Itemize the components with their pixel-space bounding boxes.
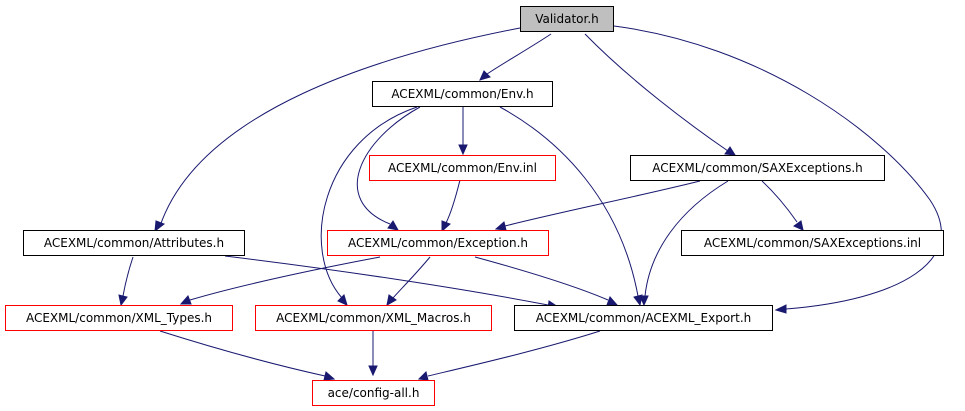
arrowhead-icon bbox=[479, 70, 491, 81]
edge-exception-xmlmacros bbox=[392, 256, 431, 299]
node-exception-h[interactable]: ACEXML/common/Exception.h bbox=[327, 230, 549, 256]
arrowhead-icon bbox=[441, 220, 451, 233]
arrowhead-icon bbox=[387, 220, 399, 231]
edge-exception-xmltypes bbox=[189, 256, 381, 301]
node-attributes-h[interactable]: ACEXML/common/Attributes.h bbox=[23, 230, 245, 256]
edge-sax-exception bbox=[504, 180, 701, 227]
arrowhead-icon bbox=[118, 294, 128, 307]
edge-xmltypes-config bbox=[159, 330, 326, 377]
edge-exception-export bbox=[474, 256, 609, 301]
arrowhead-icon bbox=[458, 144, 468, 156]
edge-attributes-xmltypes bbox=[122, 256, 134, 297]
node-validator-h[interactable]: Validator.h bbox=[520, 6, 614, 32]
node-env-h[interactable]: ACEXML/common/Env.h bbox=[372, 81, 553, 107]
arrowhead-icon bbox=[417, 371, 429, 381]
node-xml-types-h[interactable]: ACEXML/common/XML_Types.h bbox=[5, 305, 233, 331]
arrowhead-icon bbox=[323, 371, 336, 381]
node-env-inl[interactable]: ACEXML/common/Env.inl bbox=[369, 155, 556, 181]
edge-env-xmlmacros bbox=[320, 106, 418, 299]
edge-validator-attributes bbox=[159, 27, 521, 227]
node-saxexceptions-h[interactable]: ACEXML/common/SAXExceptions.h bbox=[630, 155, 885, 181]
node-acexml-export-h[interactable]: ACEXML/common/ACEXML_Export.h bbox=[514, 305, 773, 331]
arrowhead-icon bbox=[724, 146, 736, 156]
arrowhead-icon bbox=[179, 295, 192, 305]
node-saxexceptions-inl[interactable]: ACEXML/common/SAXExceptions.inl bbox=[681, 230, 944, 256]
arrowhead-icon bbox=[386, 294, 397, 306]
edge-validator-export bbox=[613, 25, 942, 310]
arrowhead-icon bbox=[154, 220, 166, 233]
node-config-all-h[interactable]: ace/config-all.h bbox=[312, 380, 435, 406]
arrowhead-icon bbox=[774, 304, 787, 314]
edge-validator-saxexceptions bbox=[584, 33, 729, 152]
node-xml-macros-h[interactable]: ACEXML/common/XML_Macros.h bbox=[255, 305, 492, 331]
edge-attributes-export bbox=[224, 255, 549, 306]
edge-sax-saxinl bbox=[761, 180, 798, 223]
edge-env-exception bbox=[356, 106, 421, 225]
arrowhead-icon bbox=[792, 220, 804, 231]
edge-validator-env bbox=[486, 33, 552, 75]
arrowhead-icon bbox=[633, 294, 643, 307]
edge-export-config bbox=[427, 330, 601, 377]
edge-sax-export bbox=[644, 180, 729, 297]
edge-env-export bbox=[499, 106, 639, 297]
arrowhead-icon bbox=[606, 296, 619, 306]
arrowhead-icon bbox=[639, 295, 649, 307]
arrowhead-icon bbox=[494, 221, 507, 231]
edge-envinl-exception bbox=[445, 179, 461, 224]
edges bbox=[118, 25, 942, 381]
arrowhead-icon bbox=[337, 294, 348, 306]
arrowhead-icon bbox=[368, 365, 378, 377]
